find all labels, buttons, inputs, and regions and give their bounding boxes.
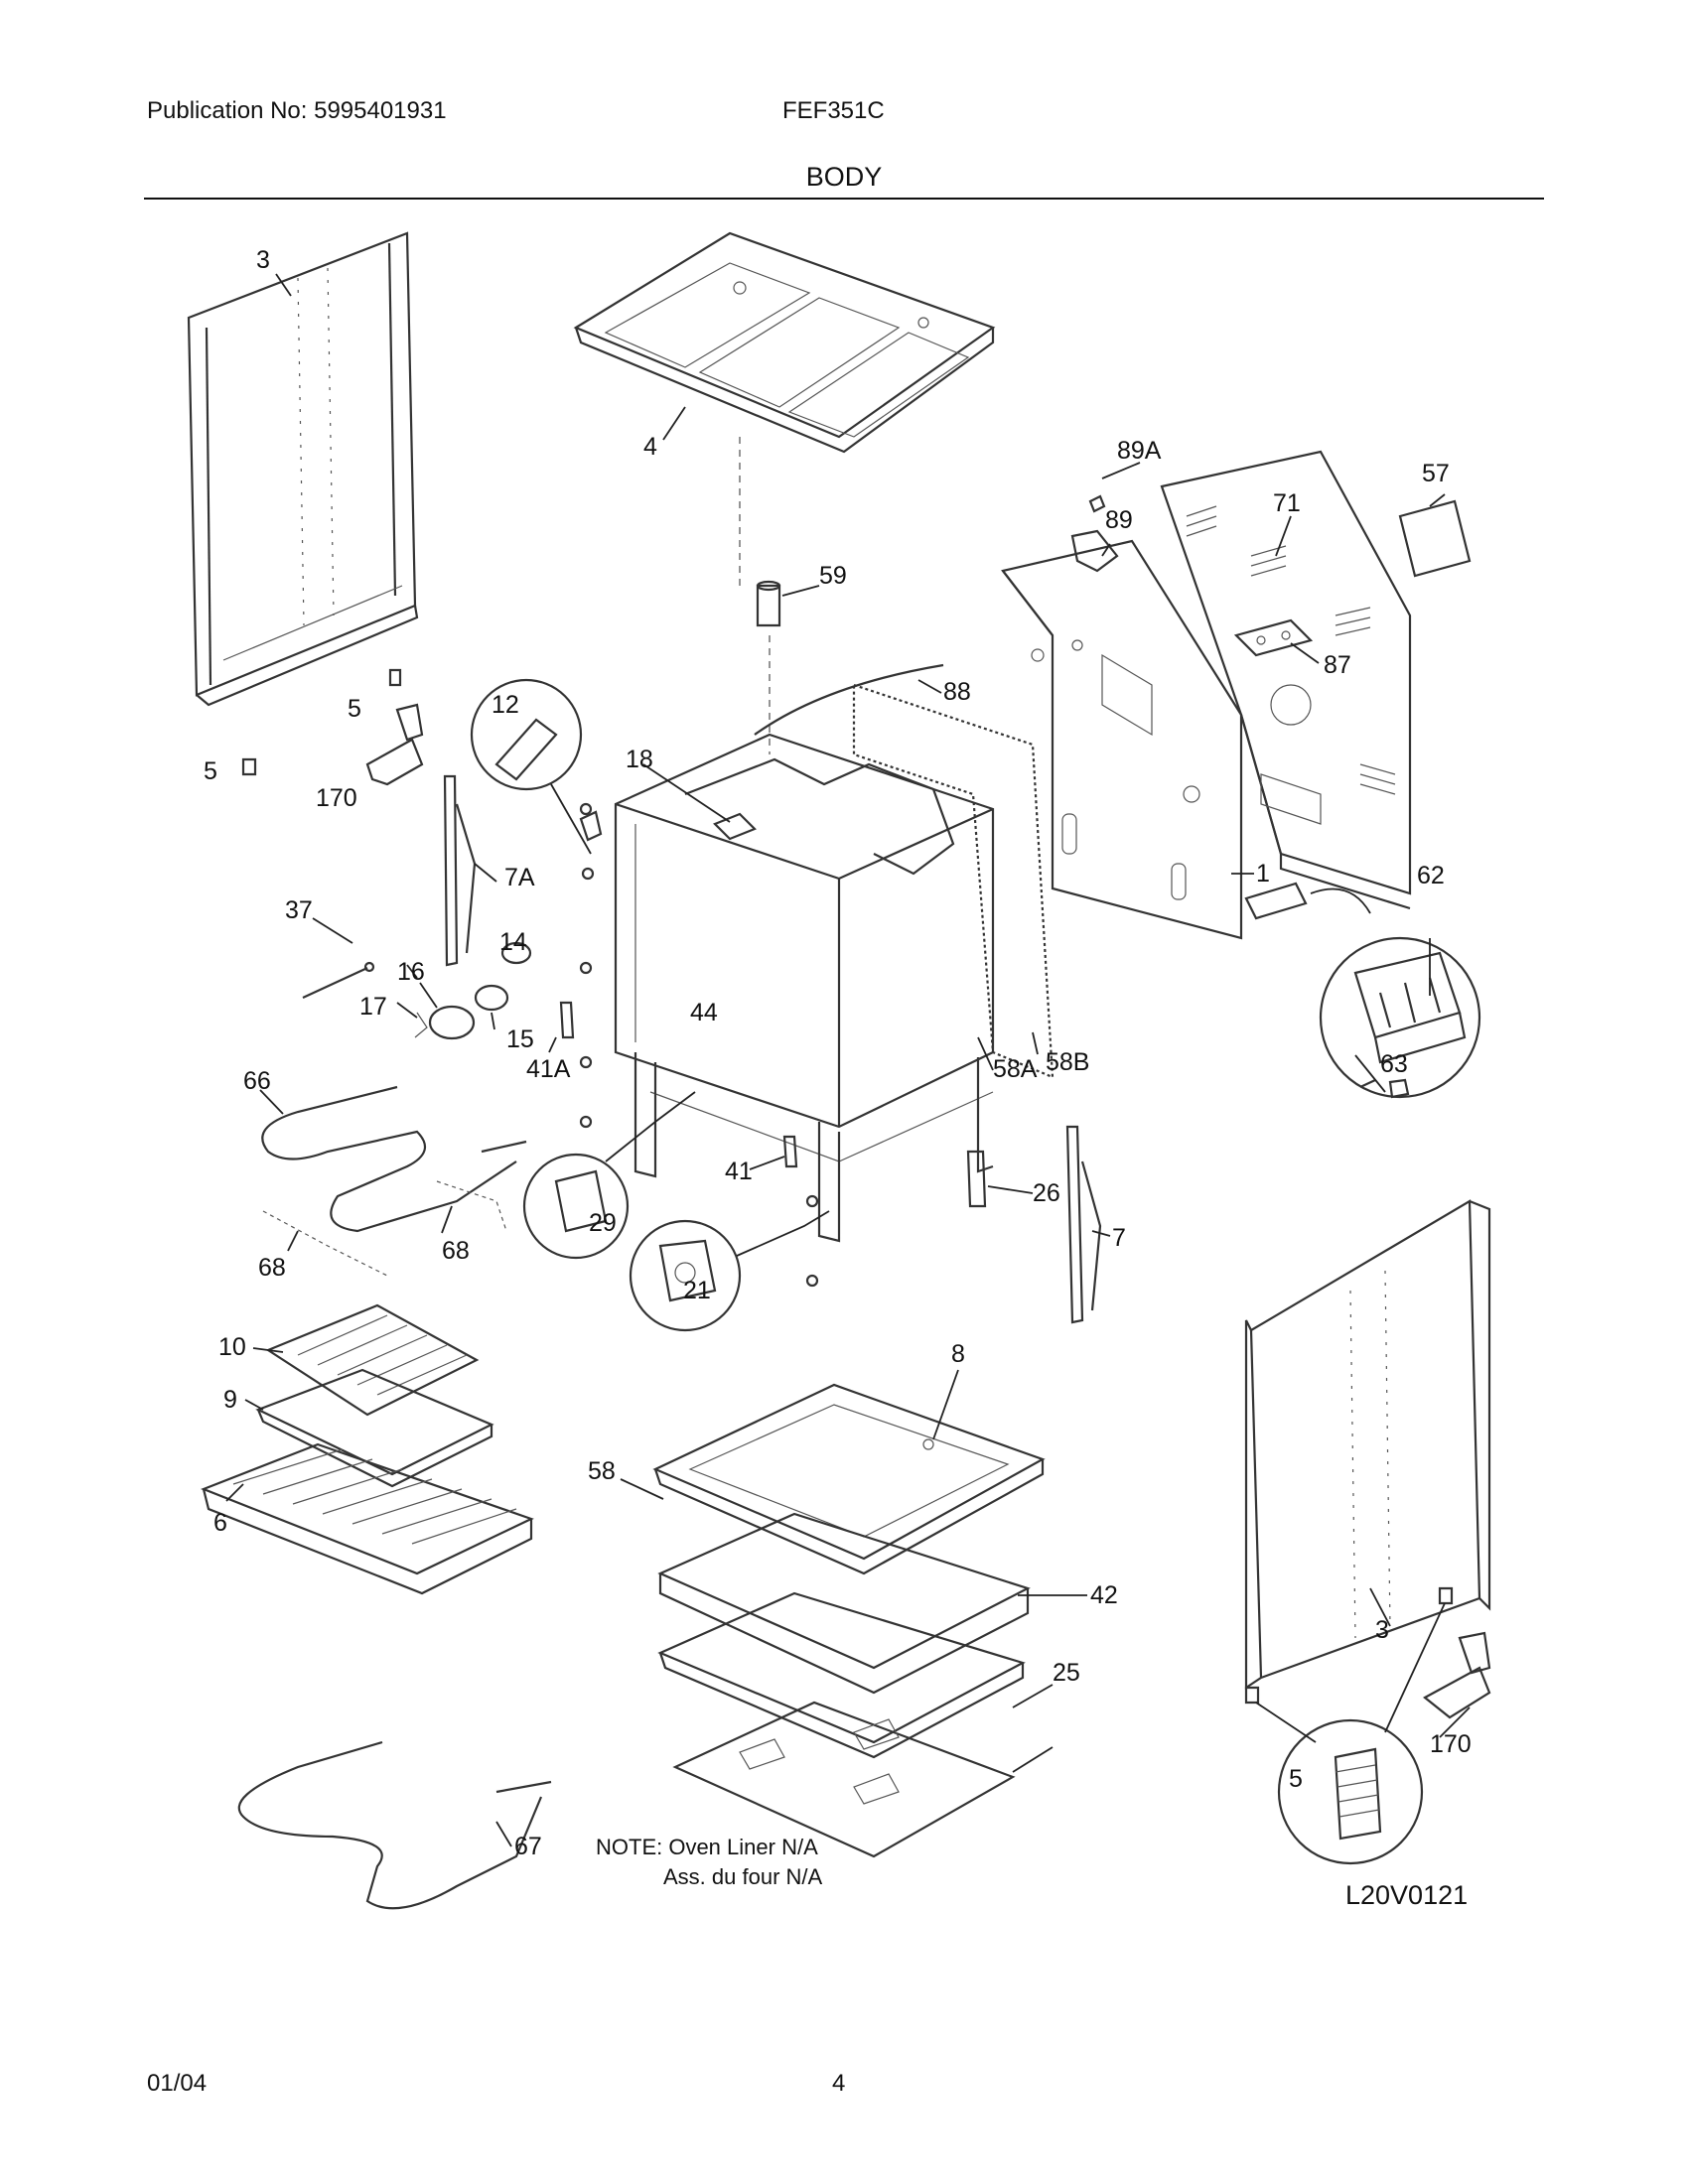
callout-68-left: 68 — [258, 1254, 286, 1282]
callout-62: 62 — [1417, 862, 1445, 889]
callout-9: 9 — [223, 1386, 237, 1414]
callout-8: 8 — [951, 1340, 965, 1368]
callout-14: 14 — [499, 928, 527, 956]
callout-44: 44 — [690, 999, 718, 1026]
callout-58b: 58B — [1046, 1048, 1089, 1076]
callout-5-lower: 5 — [204, 757, 217, 785]
header-rule — [144, 198, 1544, 200]
callout-17: 17 — [359, 993, 387, 1021]
callout-42: 42 — [1090, 1581, 1118, 1609]
diagram-code: L20V0121 — [1345, 1880, 1468, 1910]
callout-5-detail: 5 — [1289, 1765, 1303, 1793]
element-receptacle — [739, 437, 781, 754]
terminal-block — [1244, 882, 1481, 1099]
callout-labels: 3 4 89A 57 71 89 59 87 88 12 5 5 170 18 … — [204, 246, 1472, 1860]
callout-7a: 7A — [504, 864, 535, 891]
note-oven-liner: NOTE: Oven Liner N/A — [596, 1835, 818, 1859]
back-panel — [1001, 539, 1243, 940]
door-hinge-right — [1065, 1125, 1102, 1324]
callout-29: 29 — [589, 1209, 617, 1237]
callout-41: 41 — [725, 1158, 753, 1185]
bracket-41a — [559, 1001, 575, 1039]
bracket-26 — [966, 1150, 987, 1208]
callout-1: 1 — [1256, 860, 1270, 887]
detail-29 — [522, 1091, 696, 1260]
callout-6: 6 — [213, 1509, 227, 1537]
callout-5-upper: 5 — [348, 695, 361, 723]
flue-deflector — [713, 812, 757, 841]
rear-access-cover — [1160, 450, 1412, 910]
callout-15: 15 — [506, 1025, 534, 1053]
door-inner-panel — [657, 1591, 1026, 1759]
terminal-plate — [1233, 618, 1314, 657]
hinge-receiver-left — [365, 703, 424, 786]
door-hinge-left — [443, 774, 477, 967]
serial-label — [1398, 499, 1472, 578]
broil-element — [261, 1085, 527, 1233]
callout-88: 88 — [943, 678, 971, 706]
leader-lines — [225, 273, 1471, 1847]
top-panel — [573, 231, 996, 454]
callout-4: 4 — [643, 433, 657, 461]
callout-25: 25 — [1053, 1659, 1080, 1687]
callout-170-left: 170 — [316, 784, 357, 812]
callout-57: 57 — [1422, 460, 1450, 487]
callout-58a: 58A — [993, 1055, 1038, 1083]
callout-66: 66 — [243, 1067, 271, 1095]
callout-71: 71 — [1273, 489, 1301, 517]
callout-7: 7 — [1112, 1224, 1126, 1252]
fastener-screws — [579, 802, 819, 1288]
wire-harness — [754, 663, 944, 736]
bracket-41 — [782, 1135, 798, 1168]
note-ass-du-four: Ass. du four N/A — [663, 1864, 823, 1889]
sensor-probe — [302, 961, 375, 999]
bake-element — [237, 1740, 552, 1910]
callout-21: 21 — [683, 1277, 711, 1304]
detail-21 — [629, 1210, 830, 1332]
element-support-wire — [262, 1180, 507, 1277]
callout-26: 26 — [1033, 1179, 1060, 1207]
screw-5 — [241, 668, 1454, 1705]
callout-67: 67 — [514, 1833, 542, 1860]
bottom-panel — [672, 1701, 1054, 1858]
door-insulation — [657, 1512, 1031, 1695]
section-title: BODY — [805, 162, 883, 192]
oven-lamp-assembly — [414, 941, 532, 1040]
callout-37: 37 — [285, 896, 313, 924]
oven-door-frame — [652, 1383, 1046, 1575]
publication-number: Publication No: 5995401931 — [147, 97, 447, 124]
oven-cavity — [614, 733, 995, 1243]
mounting-bracket — [1070, 494, 1119, 573]
model-number: FEF351C — [782, 97, 885, 124]
callout-3-left: 3 — [256, 246, 270, 274]
right-side-panel — [1244, 1199, 1491, 1691]
callout-170-right: 170 — [1430, 1730, 1472, 1758]
callout-18: 18 — [626, 746, 653, 773]
cavity-insulation — [684, 683, 1055, 1079]
callout-3-right: 3 — [1375, 1616, 1389, 1644]
callout-12: 12 — [492, 691, 519, 719]
page-number: 4 — [832, 2070, 846, 2097]
broiler-pan-insert — [265, 1303, 480, 1417]
callout-89a: 89A — [1117, 437, 1162, 465]
hinge-receiver-right — [1423, 1631, 1491, 1719]
callout-87: 87 — [1324, 651, 1351, 679]
callout-89: 89 — [1105, 506, 1133, 534]
broiler-pan — [255, 1368, 494, 1488]
callout-16: 16 — [397, 958, 425, 986]
thermostat-detail — [470, 678, 603, 855]
footer-date: 01/04 — [147, 2070, 208, 2097]
callout-41a: 41A — [526, 1055, 571, 1083]
callout-58: 58 — [588, 1457, 616, 1485]
callout-59: 59 — [819, 562, 847, 590]
callout-68-right: 68 — [442, 1237, 470, 1265]
callout-10: 10 — [218, 1333, 246, 1361]
callout-63: 63 — [1380, 1050, 1408, 1078]
oven-rack — [200, 1442, 534, 1595]
leveling-leg-detail — [1255, 1602, 1446, 1865]
left-side-panel — [187, 231, 419, 707]
